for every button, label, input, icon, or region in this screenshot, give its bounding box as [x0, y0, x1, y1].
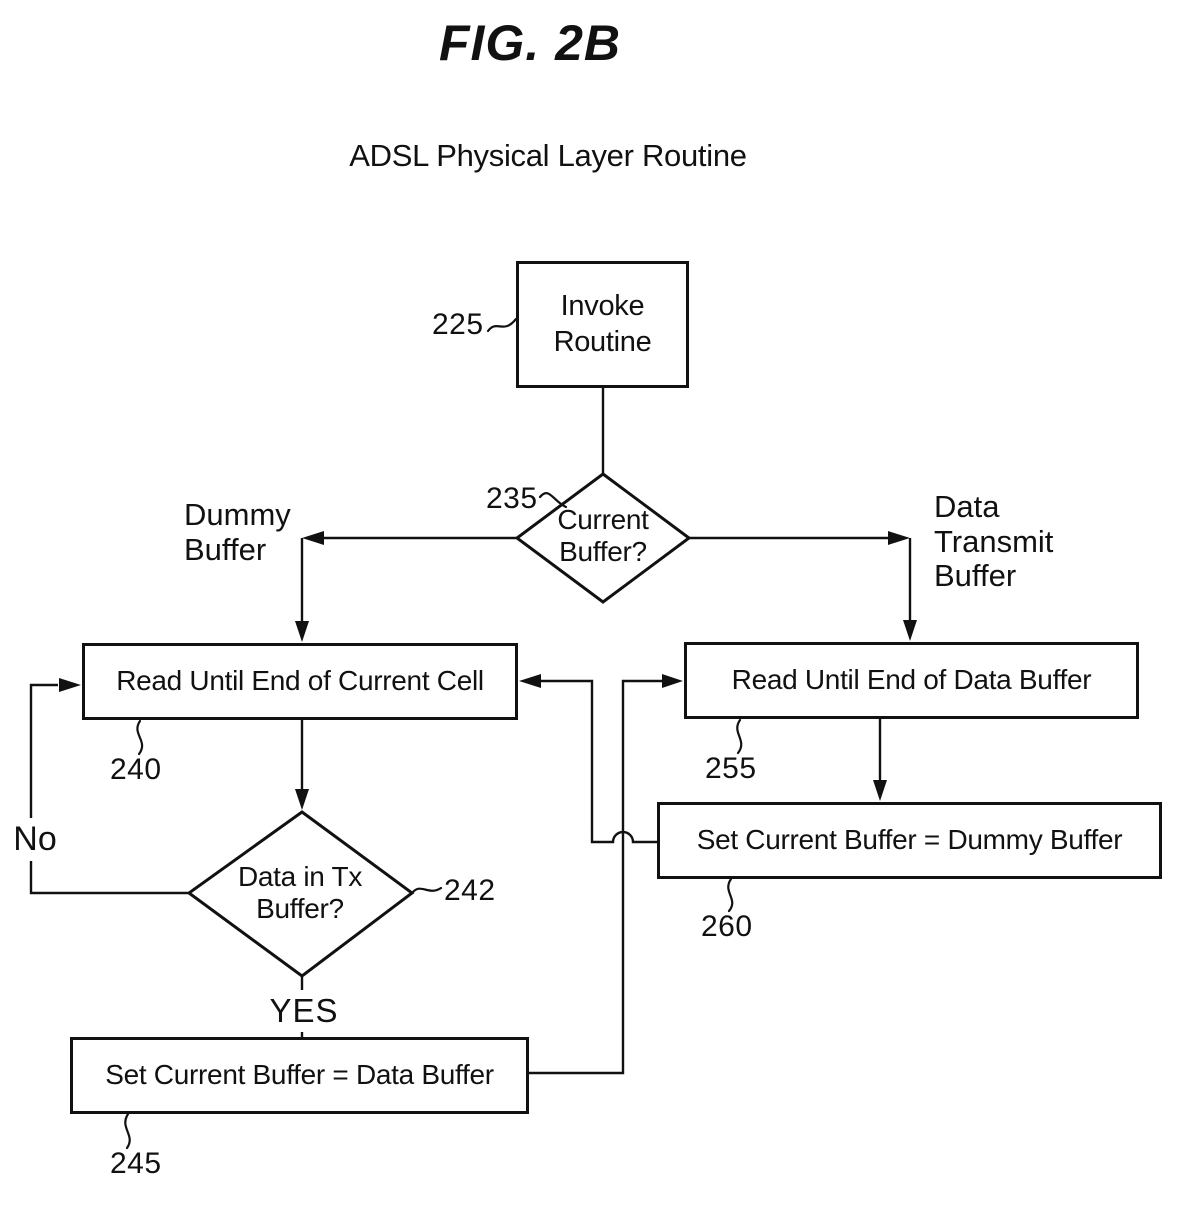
arrowhead-into-240-left: [59, 678, 81, 692]
branch-label-data-transmit-buffer: Data Transmit Buffer: [934, 489, 1054, 594]
ref-235: 235: [486, 482, 538, 515]
leader-squiggle-255: [736, 718, 743, 755]
edge-245-to-255: [529, 679, 665, 1075]
edge-260-to-240: [541, 679, 657, 844]
node-box-set-current-buffer-data: Set Current Buffer = Data Buffer: [70, 1037, 529, 1114]
arrowhead-data-corner-right: [888, 531, 910, 545]
figure-subtitle: ADSL Physical Layer Routine: [349, 138, 747, 173]
arrowhead-into-240-right: [519, 674, 541, 688]
decision-diamond-data-in-tx: [186, 810, 415, 978]
ref-260: 260: [701, 910, 753, 943]
ref-245: 245: [110, 1147, 162, 1180]
arrowhead-dummy-corner-left: [302, 531, 324, 545]
leader-squiggle-260: [727, 877, 734, 913]
arrowhead-into-255-left: [662, 674, 683, 688]
branch-label-dummy-buffer: Dummy Buffer: [184, 497, 291, 567]
figure-title: FIG. 2B: [438, 15, 622, 71]
leader-squiggle-240: [136, 719, 144, 756]
arrowhead-into-260-top: [873, 780, 887, 801]
edge-no-loop-to-240: [29, 683, 189, 895]
decision-label-current-buffer: Current Buffer?: [557, 504, 649, 568]
leader-squiggle-225: [486, 317, 518, 333]
ref-225: 225: [432, 308, 484, 341]
decision-label-data-in-tx-buffer: Data in Tx Buffer?: [237, 861, 363, 925]
node-box-read-until-end-of-current-cell: Read Until End of Current Cell: [82, 643, 518, 720]
decision-diamond-current-buffer: [514, 472, 692, 604]
ref-255: 255: [705, 752, 757, 785]
arrowhead-into-240-top: [295, 621, 309, 642]
ref-242: 242: [444, 874, 496, 907]
node-box-read-until-end-of-data-buffer: Read Until End of Data Buffer: [684, 642, 1139, 719]
leader-squiggle-245: [124, 1112, 131, 1150]
branch-label-yes: YES: [264, 990, 344, 1032]
arrowhead-into-242-top: [295, 789, 309, 810]
arrowhead-into-255-top: [903, 620, 917, 641]
leader-squiggle-242: [411, 886, 443, 894]
ref-240: 240: [110, 753, 162, 786]
node-box-set-current-buffer-dummy: Set Current Buffer = Dummy Buffer: [657, 802, 1162, 879]
leader-squiggle-235: [538, 492, 568, 509]
branch-label-no: No: [8, 818, 62, 861]
node-box-invoke-routine: Invoke Routine: [516, 261, 689, 388]
